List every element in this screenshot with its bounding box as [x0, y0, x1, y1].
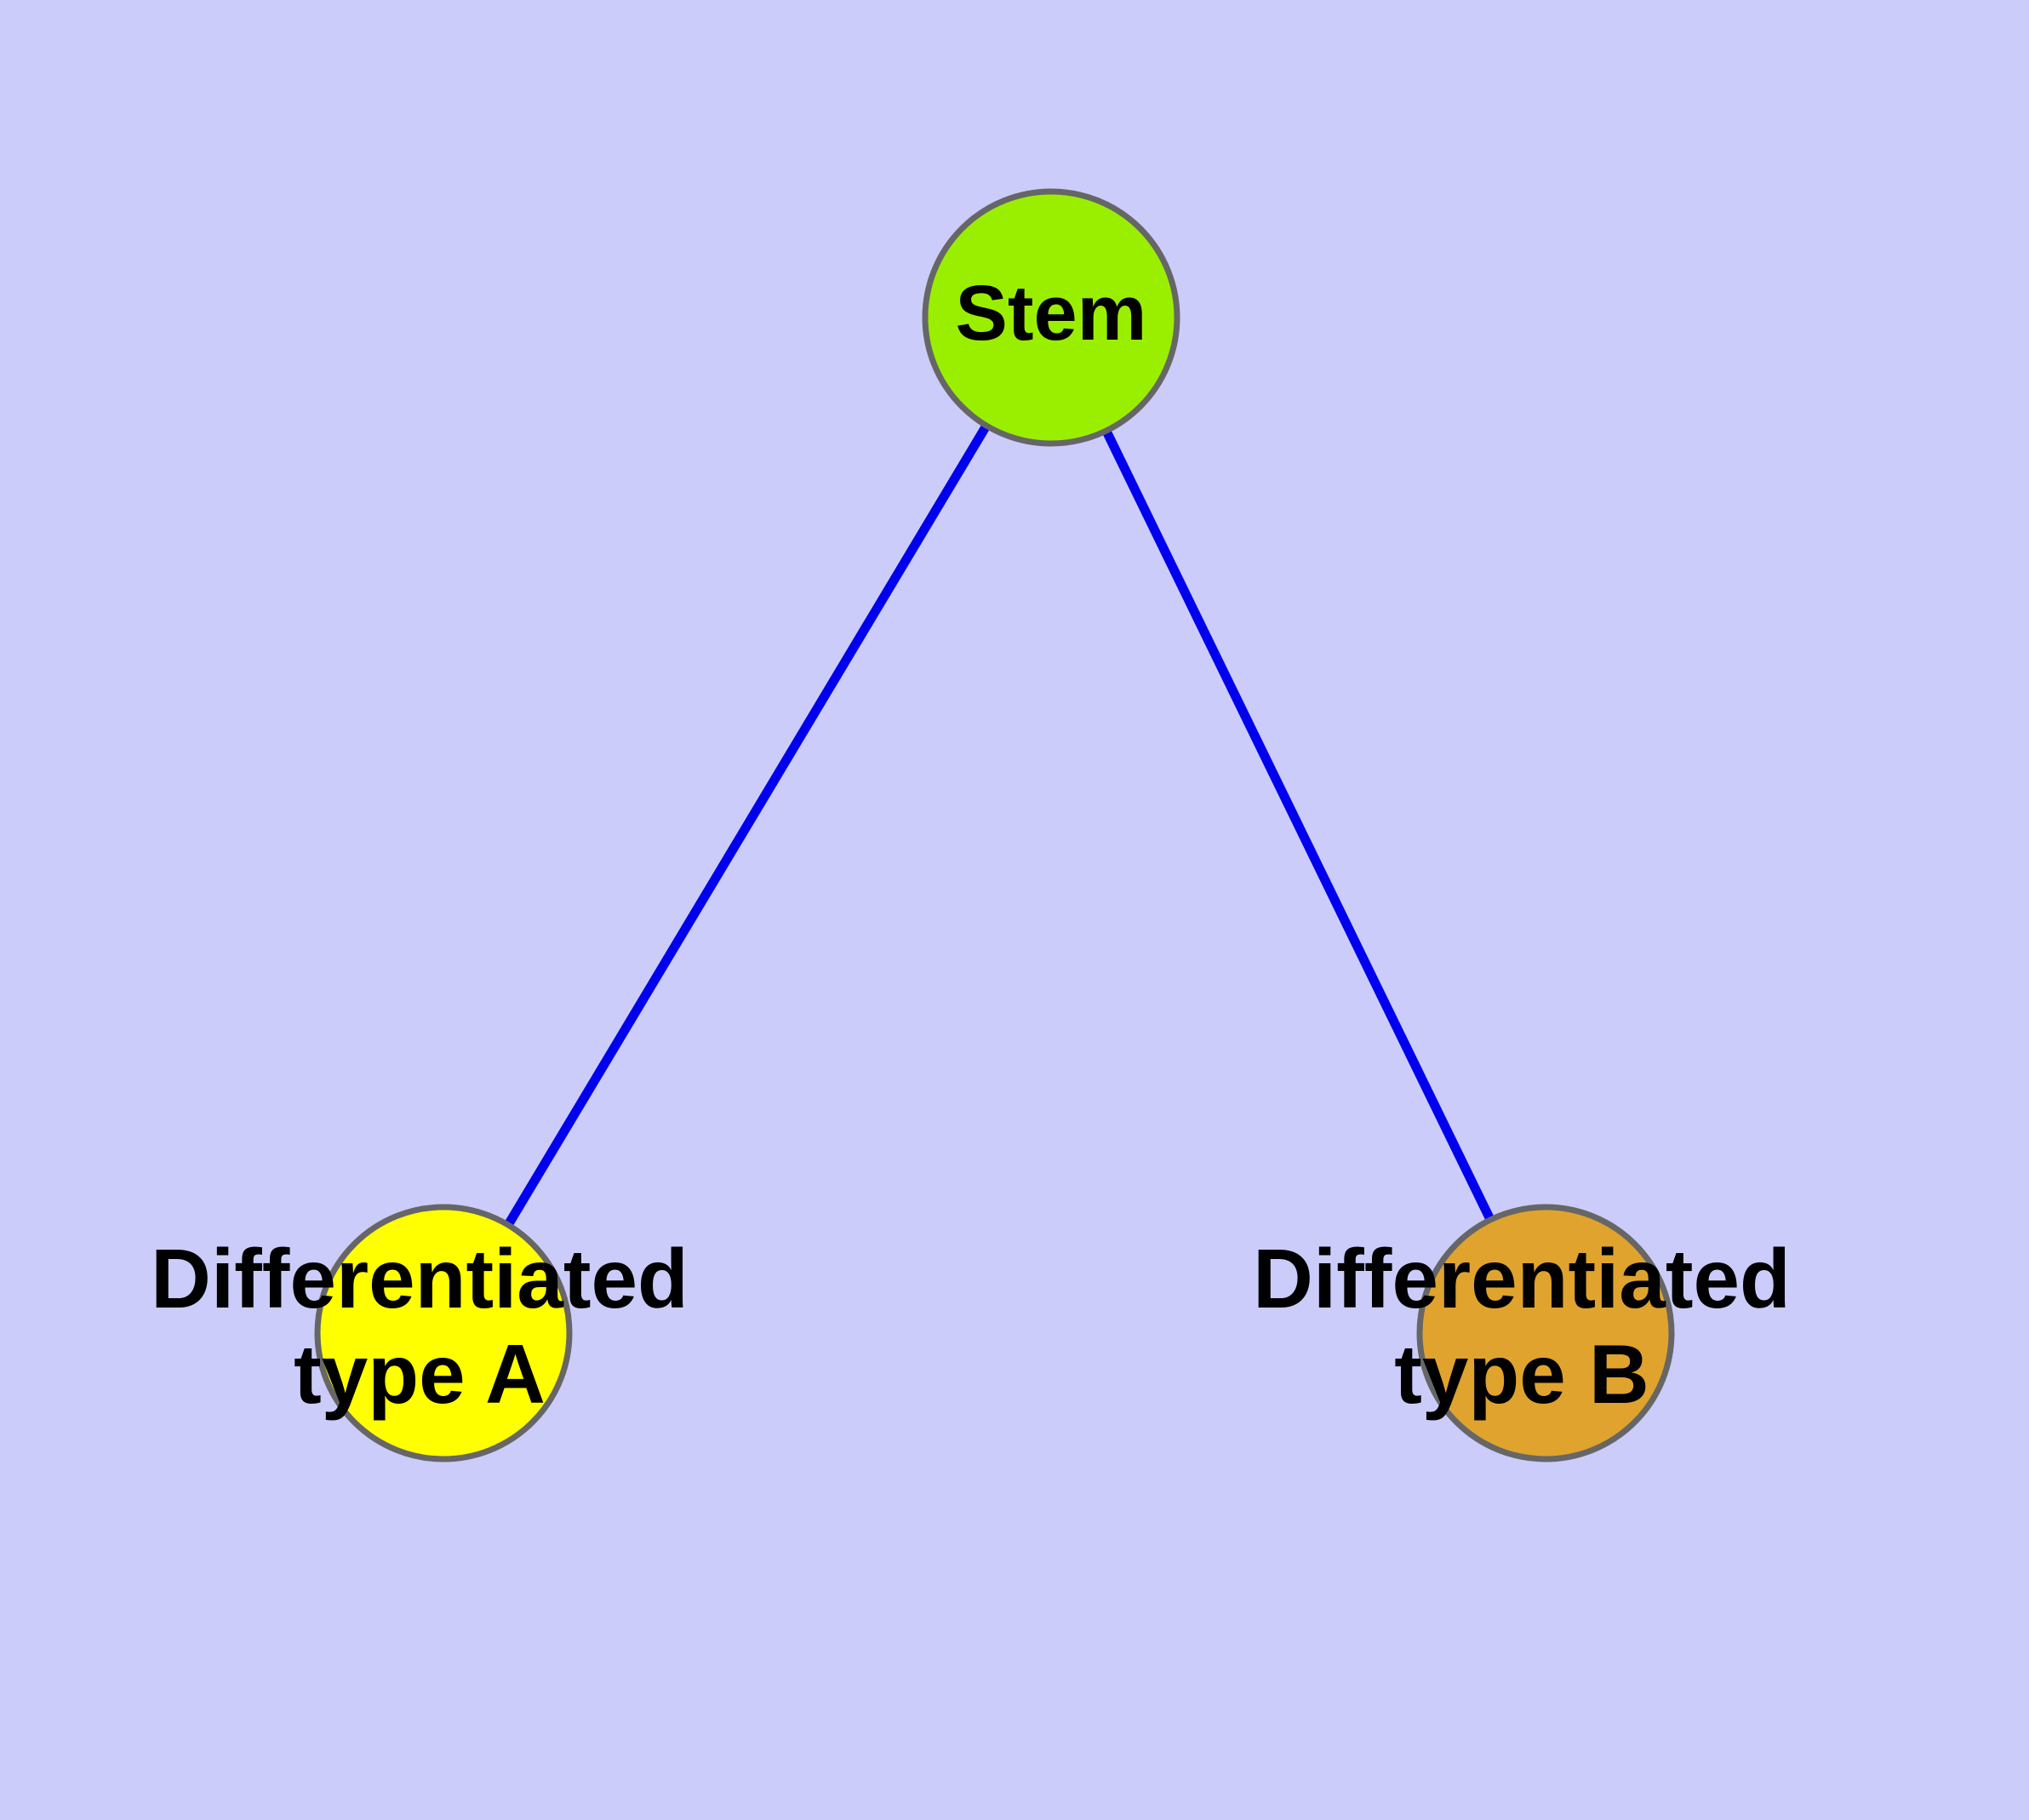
node-label-line: Stem: [956, 270, 1147, 357]
node-label-line: type B: [1394, 1327, 1649, 1421]
node-label-line: Differentiated: [151, 1232, 689, 1325]
edge-stem-diff-a[interactable]: [439, 315, 1055, 1336]
node-label-line: type A: [294, 1327, 546, 1421]
nodes-layer: [314, 188, 1675, 1462]
node-label-stem: Stem: [956, 270, 1147, 357]
edge-stem-diff-b[interactable]: [1047, 315, 1550, 1336]
node-diff_b[interactable]: [1416, 1204, 1675, 1462]
edges-layer: [439, 315, 1550, 1336]
node-stem[interactable]: [922, 188, 1180, 447]
node-diff_a[interactable]: [314, 1204, 573, 1462]
node-label-line: Differentiated: [1253, 1232, 1791, 1325]
